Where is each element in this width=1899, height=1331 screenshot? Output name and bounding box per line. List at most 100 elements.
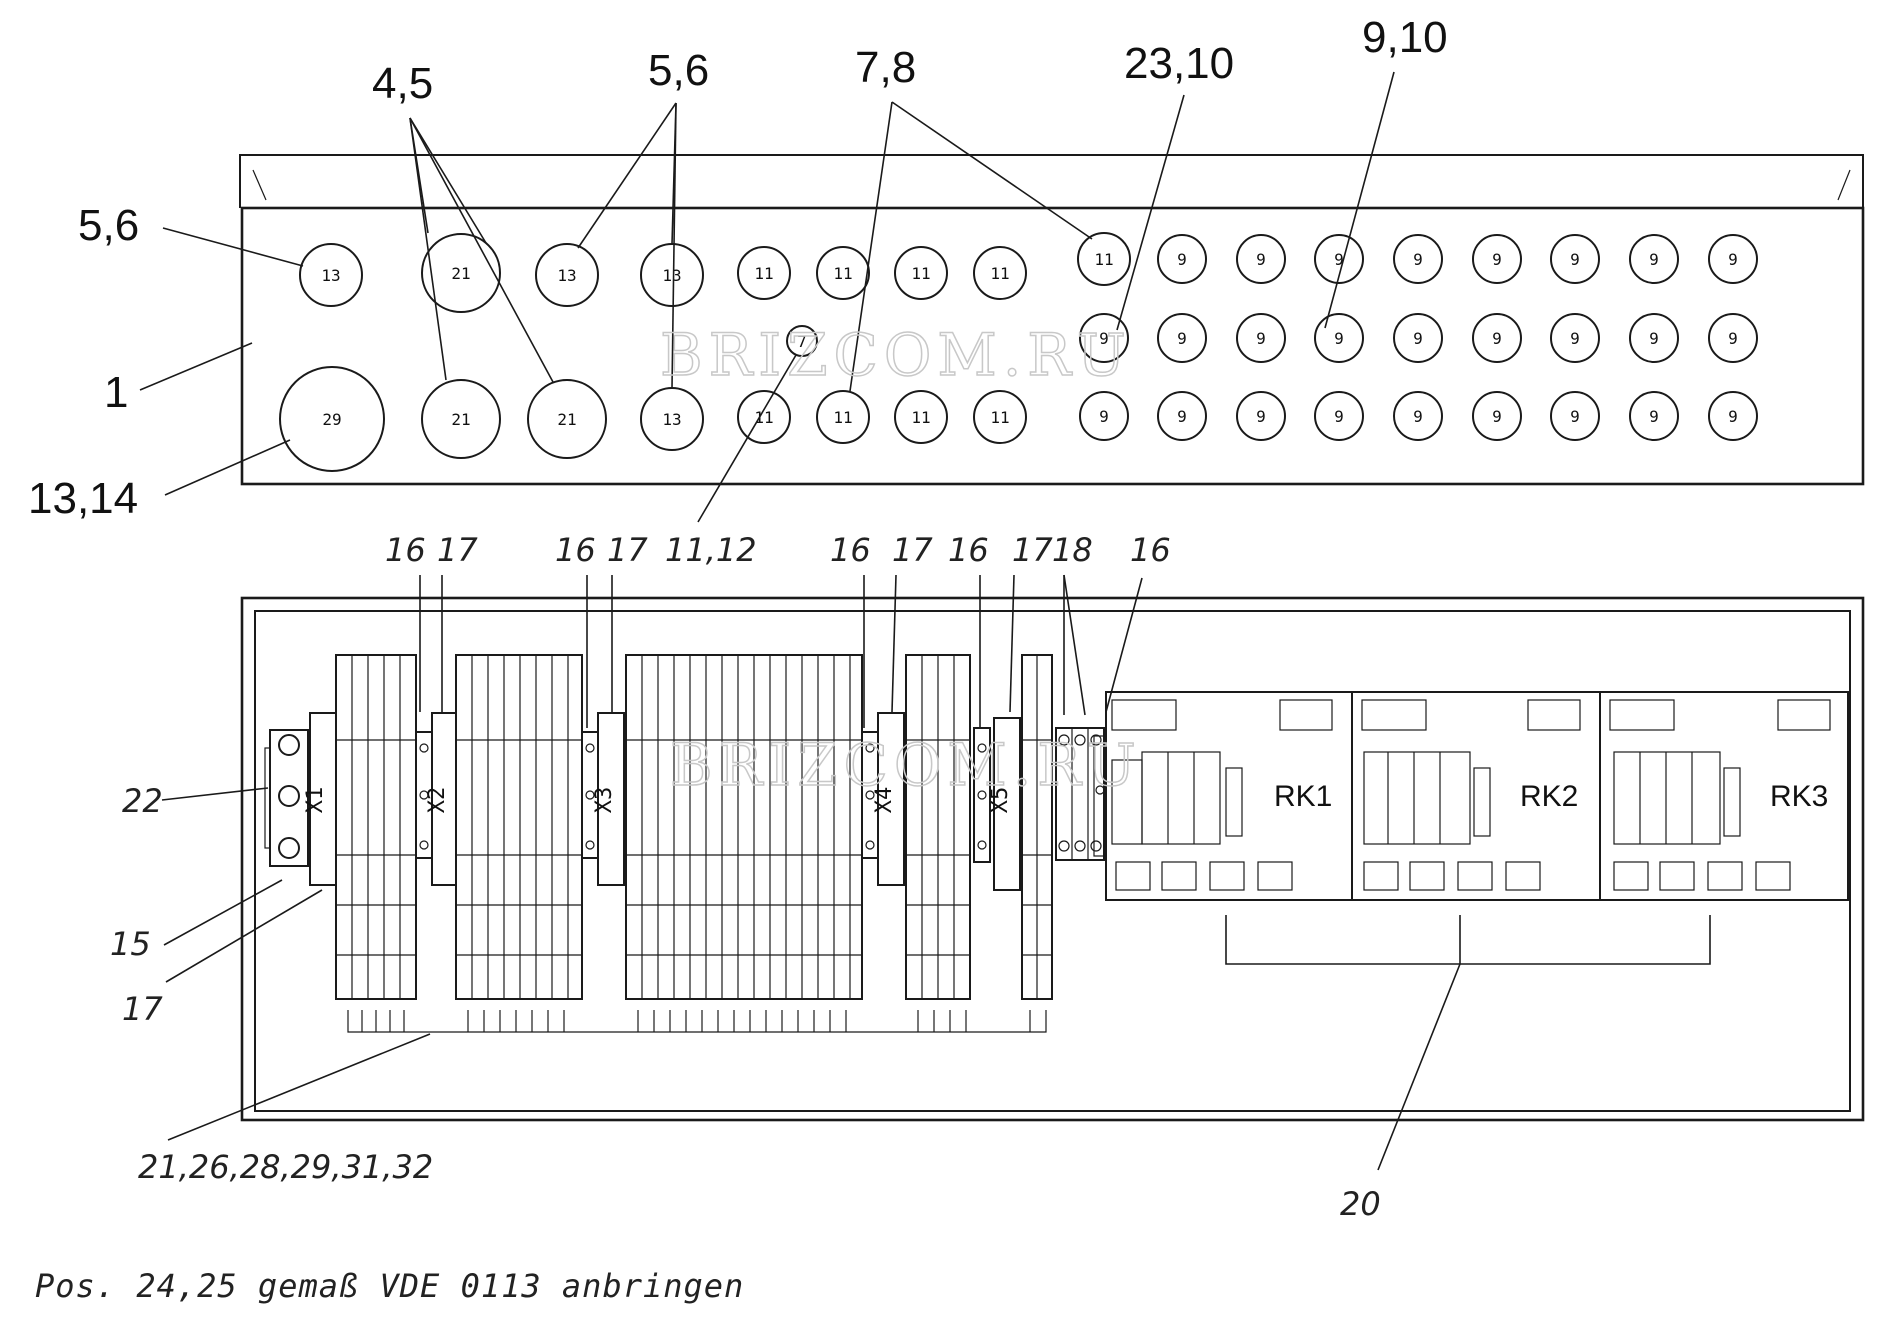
hole: 9 xyxy=(1708,234,1758,284)
label-16-e: 16 xyxy=(1130,531,1171,569)
svg-text:21: 21 xyxy=(451,264,470,283)
hole: 13 xyxy=(299,243,363,307)
svg-text:9: 9 xyxy=(1570,250,1580,269)
hole: 9 xyxy=(1629,313,1679,363)
svg-text:9: 9 xyxy=(1413,407,1423,426)
hole: 13 xyxy=(535,243,599,307)
terminal-block-x5: X5 xyxy=(973,654,1053,1000)
label-7-8: 7,8 xyxy=(855,43,916,92)
hole: 11 xyxy=(1077,232,1131,286)
svg-text:7: 7 xyxy=(797,332,807,351)
svg-text:9: 9 xyxy=(1728,250,1738,269)
svg-text:9: 9 xyxy=(1177,407,1187,426)
svg-text:11: 11 xyxy=(754,264,773,283)
hole: 9 xyxy=(1157,391,1207,441)
label-22: 22 xyxy=(122,782,163,820)
label-16-d: 16 xyxy=(948,531,989,569)
svg-text:X5: X5 xyxy=(988,787,1013,814)
svg-text:11: 11 xyxy=(990,264,1009,283)
label-18: 18 xyxy=(1052,531,1093,569)
bottom-callouts: 22 15 17 21,26,28,29,31,32 20 xyxy=(110,782,1381,1223)
label-5-6-left: 5,6 xyxy=(78,201,139,250)
svg-text:9: 9 xyxy=(1492,250,1502,269)
svg-text:9: 9 xyxy=(1334,329,1344,348)
svg-text:11: 11 xyxy=(833,408,852,427)
svg-text:9: 9 xyxy=(1492,407,1502,426)
terminal-block-x1: X1 xyxy=(303,654,417,1000)
top-callouts: 4,5 5,6 7,8 23,10 9,10 5,6 1 13,14 xyxy=(28,13,1448,523)
svg-text:11: 11 xyxy=(911,408,930,427)
watermark-top: BRIZCOM.RU xyxy=(660,321,1132,389)
relay-rk1: RK1 xyxy=(1105,691,1353,901)
svg-text:RK1: RK1 xyxy=(1274,780,1332,813)
label-16-a: 16 xyxy=(385,531,426,569)
fuse-holders xyxy=(1055,727,1107,861)
jumper-comb xyxy=(347,1010,1047,1033)
hole: 9 xyxy=(1236,313,1286,363)
label-23-10: 23,10 xyxy=(1124,39,1234,88)
svg-text:9: 9 xyxy=(1413,250,1423,269)
svg-text:RK3: RK3 xyxy=(1770,780,1828,813)
hole: 9 xyxy=(1472,234,1522,284)
hole: 21 xyxy=(421,379,501,459)
label-20: 20 xyxy=(1340,1185,1381,1223)
label-17-c: 17 xyxy=(892,531,933,569)
svg-text:13: 13 xyxy=(557,266,576,285)
hole: 11 xyxy=(894,390,948,444)
label-16-c: 16 xyxy=(830,531,871,569)
svg-text:11: 11 xyxy=(754,408,773,427)
svg-text:9: 9 xyxy=(1570,407,1580,426)
label-parts: 21,26,28,29,31,32 xyxy=(138,1148,433,1186)
relay-rk3: RK3 xyxy=(1599,691,1849,901)
label-13-14: 13,14 xyxy=(28,474,138,523)
svg-text:13: 13 xyxy=(662,266,681,285)
hole: 9 xyxy=(1550,391,1600,441)
terminal-block-x4: X4 xyxy=(861,654,971,1000)
label-9-10: 9,10 xyxy=(1362,13,1448,62)
hole: 9 xyxy=(1472,391,1522,441)
relay-rk2: RK2 xyxy=(1351,691,1601,901)
svg-text:9: 9 xyxy=(1649,250,1659,269)
hole: 9 xyxy=(1314,313,1364,363)
gland-plate xyxy=(239,154,1865,486)
label-16-b: 16 xyxy=(555,531,596,569)
svg-text:21: 21 xyxy=(557,410,576,429)
hole: 9 xyxy=(1629,234,1679,284)
svg-text:9: 9 xyxy=(1492,329,1502,348)
svg-text:11: 11 xyxy=(911,264,930,283)
svg-text:9: 9 xyxy=(1177,329,1187,348)
hole: 11 xyxy=(737,246,791,300)
hole: 21 xyxy=(527,379,607,459)
svg-text:RK2: RK2 xyxy=(1520,780,1578,813)
label-17-a: 17 xyxy=(437,531,478,569)
label-17-d: 17 xyxy=(1012,531,1053,569)
terminal-block-x3: X3 xyxy=(581,654,863,1000)
hole: 9 xyxy=(1079,313,1129,363)
label-1: 1 xyxy=(104,368,128,417)
holes-row-2: 7 9 9 9 9 9 9 9 9 9 xyxy=(786,313,1758,363)
hole: 9 xyxy=(1157,234,1207,284)
svg-text:X3: X3 xyxy=(592,787,617,814)
hole: 11 xyxy=(973,390,1027,444)
hole: 9 xyxy=(1079,391,1129,441)
svg-text:9: 9 xyxy=(1256,329,1266,348)
hole: 29 xyxy=(279,366,385,472)
svg-text:29: 29 xyxy=(322,410,341,429)
hole: 9 xyxy=(1550,313,1600,363)
hole: 11 xyxy=(973,246,1027,300)
svg-text:11: 11 xyxy=(990,408,1009,427)
label-11-12: 11,12 xyxy=(665,531,757,569)
mounting-plate xyxy=(240,596,1865,1122)
hole: 9 xyxy=(1393,313,1443,363)
svg-text:9: 9 xyxy=(1413,329,1423,348)
label-15: 15 xyxy=(110,925,151,963)
hole: 9 xyxy=(1472,313,1522,363)
hole: 9 xyxy=(1157,313,1207,363)
svg-text:11: 11 xyxy=(1094,250,1113,269)
hole: 9 xyxy=(1393,234,1443,284)
hole: 13 xyxy=(640,243,704,307)
label-5-6-top: 5,6 xyxy=(648,46,709,95)
hole: 13 xyxy=(640,387,704,451)
svg-text:13: 13 xyxy=(321,266,340,285)
